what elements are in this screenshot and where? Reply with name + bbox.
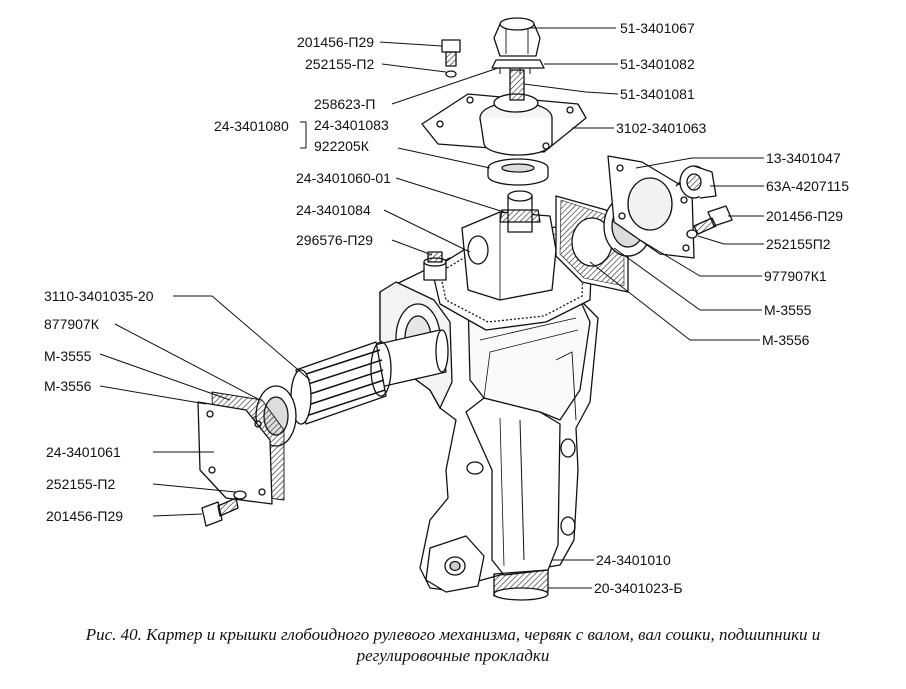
label-m3556-right: М-3556 — [762, 332, 810, 348]
label-51-3401067: 51-3401067 — [620, 20, 695, 36]
label-296576-p29: 296576-П29 — [296, 232, 374, 248]
top-cover-assembly — [421, 17, 587, 186]
label-201456-p29-top: 201456-П29 — [297, 34, 375, 50]
label-13-3401047: 13-3401047 — [766, 150, 841, 166]
label-20-3401023-b: 20-3401023-Б — [594, 580, 683, 596]
label-201456-p29-right: 201456-П29 — [766, 208, 844, 224]
label-922205k: 922205К — [314, 138, 369, 154]
label-m3556-left: М-3556 — [44, 378, 92, 394]
top-bolt-and-washer — [441, 39, 461, 78]
left-cover-assembly — [197, 391, 285, 527]
right-cover-assembly — [555, 155, 733, 293]
label-51-3401082: 51-3401082 — [620, 56, 695, 72]
caption-line-1: Рис. 40. Картер и крышки глобоидного рул… — [85, 625, 821, 644]
label-24-3401061: 24-3401061 — [46, 444, 121, 460]
caption-line-2: регулировочные прокладки — [356, 646, 550, 665]
worm-shaft — [499, 190, 541, 233]
sector-shaft — [290, 329, 449, 425]
label-3102-3401063: 3102-3401063 — [616, 120, 707, 136]
label-24-3401010: 24-3401010 — [596, 552, 671, 568]
label-63a-4207115: 63А-4207115 — [766, 178, 850, 194]
label-24-3401080: 24-3401080 — [214, 118, 289, 134]
label-m3555-left: М-3555 — [44, 348, 92, 364]
label-977907k1: 977907К1 — [764, 268, 827, 284]
label-3110-3401035-20: 3110-3401035-20 — [44, 288, 154, 304]
label-258623-p: 258623-П — [314, 96, 376, 112]
label-252155-p2-top: 252155-П2 — [305, 56, 375, 72]
drain-plug — [423, 251, 447, 281]
label-252155-p2-left: 252155-П2 — [46, 476, 116, 492]
label-m3555-right: М-3555 — [764, 302, 812, 318]
steering-housing — [379, 211, 599, 601]
label-51-3401081: 51-3401081 — [620, 86, 695, 102]
leader-lines — [99, 27, 764, 589]
label-201456-p29-left: 201456-П29 — [46, 508, 124, 524]
label-24-3401060-01: 24-3401060-01 — [296, 170, 391, 186]
label-24-3401084: 24-3401084 — [296, 202, 371, 218]
label-877907k: 877907К — [44, 316, 99, 332]
label-24-3401083: 24-3401083 — [314, 117, 389, 133]
label-252155p2-right: 252155П2 — [766, 236, 831, 252]
